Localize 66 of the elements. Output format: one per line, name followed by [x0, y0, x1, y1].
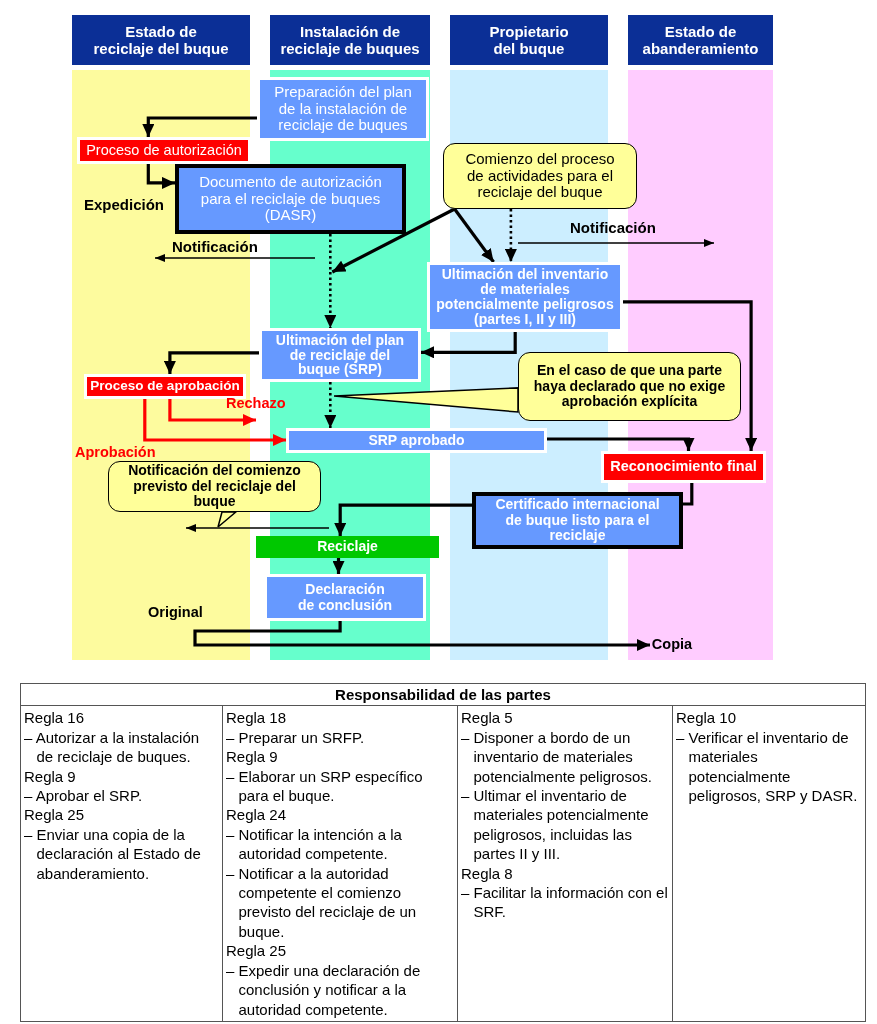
process-box: Proceso de autorización: [77, 137, 251, 164]
annotation-label: Expedición: [84, 196, 165, 214]
list-item: – Facilitar la información con el SRF.: [461, 883, 669, 922]
process-box: Declaración de conclusión: [264, 574, 426, 621]
rule-heading: Regla 9: [24, 766, 77, 787]
callout-bubble: En el caso de que una parte haya declarado que no exige aprobación explícita: [518, 352, 741, 421]
callout-pointer: [333, 387, 519, 413]
list-item: – Notificar a la autoridad competente el comienzo previsto del reciclaje de un buque.: [226, 863, 418, 942]
arrow-label: Original: [148, 604, 203, 621]
process-box: Preparación del plan de la instalación de reciclaje de buques: [257, 77, 429, 141]
arrow: [547, 437, 695, 451]
arrow: [623, 300, 758, 451]
edge-label: Aprobación: [75, 444, 156, 461]
list-item: – Preparar un SRFP.: [226, 727, 366, 748]
table-header: Responsabilidad de las partes: [20, 683, 866, 706]
list-item: – Expedir una declaración de conclusión y notificar a la autoridad competente.: [226, 960, 422, 1019]
rule-heading: Regla 9: [226, 747, 279, 767]
list-item: – Verificar el inventario de materiales potencialmente peligrosos, SRP y DASR.: [676, 727, 859, 806]
rule-heading: Regla 16: [24, 708, 86, 728]
lane-header: Estado de reciclaje del buque: [72, 15, 250, 65]
rule-heading: Regla 25: [24, 805, 86, 825]
rule-heading: Regla 8: [461, 863, 514, 884]
arrow: [331, 207, 456, 274]
list-item: – Autorizar a la instalación de reciclaje de buques.: [24, 727, 201, 767]
lane-header: Propietario del buque: [450, 15, 608, 65]
process-box: Reciclaje: [256, 536, 439, 558]
arrow-label: Notificación: [570, 219, 656, 237]
arrow: [142, 116, 257, 137]
dotted-arrow: [324, 272, 337, 328]
callout-bubble: Notificación del comienzo previsto del reciclaje del buque: [108, 461, 321, 512]
arrow: [334, 503, 472, 536]
callout-pointer: [217, 511, 238, 528]
connector-line: [683, 483, 694, 506]
lane-header: Instalación de reciclaje de buques: [270, 15, 430, 65]
rule-heading: Regla 5: [461, 708, 514, 728]
list-item: – Aprobar el SRP.: [24, 786, 144, 806]
process-box: Certificado internacional de buque listo para el reciclaje: [472, 492, 683, 549]
rule-heading: Regla 10: [676, 708, 738, 728]
arrow: [168, 399, 256, 426]
rule-heading: Regla 25: [226, 941, 288, 961]
process-box: SRP aprobado: [286, 428, 547, 453]
rule-heading: Regla 18: [226, 708, 288, 728]
list-item: – Ultimar el inventario de materiales potencialmente peligrosos, incluidas las partes II y III.: [461, 786, 650, 864]
list-item: – Enviar una copia de la declaración al Estado de abanderamiento.: [24, 824, 202, 884]
arrow-label: Notificación: [172, 238, 258, 256]
arrow: [421, 332, 517, 359]
list-item: – Disponer a bordo de un inventario de materiales potencialmente peligrosos.: [461, 727, 653, 787]
arrow: [332, 558, 345, 574]
arrow-label: Copia: [650, 636, 694, 654]
list-item: – Elaborar un SRP específico para el buque.: [226, 766, 424, 806]
process-box: Documento de autorización para el reciclaje de buques (DASR): [175, 164, 406, 234]
callout-bubble: Comienzo del proceso de actividades para el reciclaje del buque: [443, 143, 637, 209]
process-box: Ultimación del plan de reciclaje del buque (SRP): [259, 328, 421, 382]
process-box: Proceso de aprobación: [84, 374, 246, 399]
dotted-arrow: [324, 382, 337, 428]
arrow: [193, 621, 650, 651]
arrow: [163, 351, 259, 374]
rule-heading: Regla 24: [226, 805, 288, 825]
list-item: – Notificar la intención a la autoridad competente.: [226, 824, 403, 864]
arrow: [146, 164, 175, 189]
process-box: Ultimación del inventario de materiales potencialmente peligrosos (partes I, II y III): [427, 262, 623, 332]
dotted-arrow: [504, 209, 517, 262]
arrow: [453, 208, 495, 263]
process-box: Reconocimiento final: [601, 451, 766, 483]
lane-header: Estado de abanderamiento: [628, 15, 773, 65]
arrow: [143, 399, 286, 446]
